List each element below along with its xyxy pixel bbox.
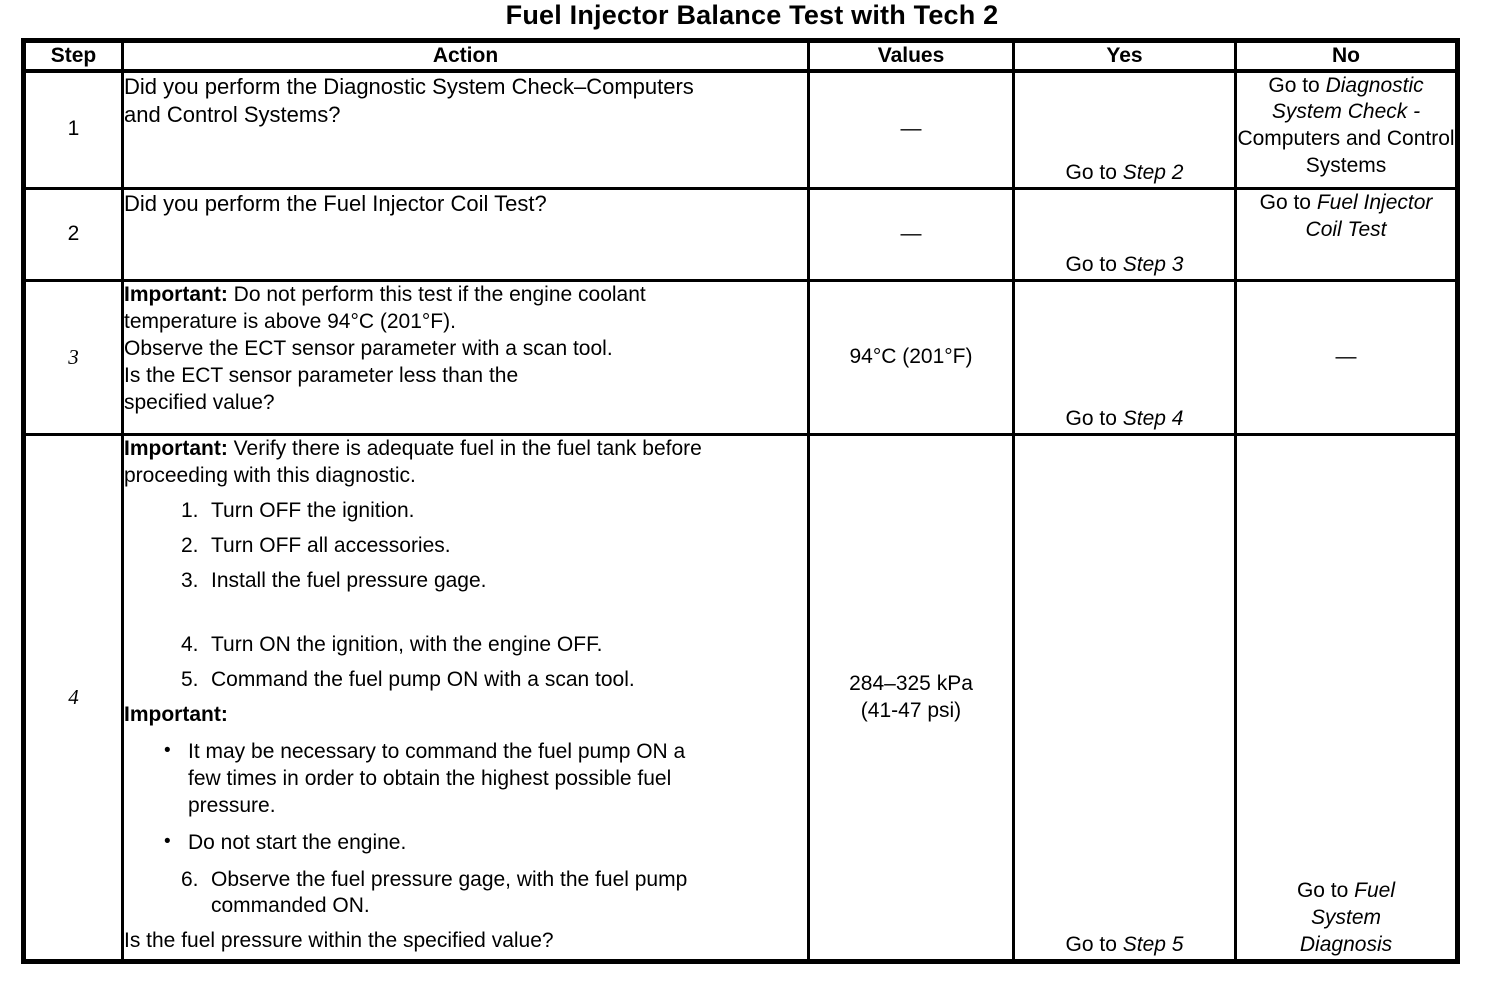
diagnostic-table: Step Action Values Yes No 1 Did you perf… [21,38,1460,964]
action-question: Did you perform the Diagnostic System Ch… [124,73,694,127]
step-number: 4 [22,433,124,963]
step-item-text: Turn OFF the ignition. [211,498,415,522]
bullet-item: • Do not start the engine. [164,830,807,857]
yes-cell: Go to Step 4 [1012,279,1237,436]
step-item-text: Command the fuel pump ON with a scan too… [211,668,635,692]
bullet-text: Do not start the engine. [188,830,407,854]
important-note: Important: Do not perform this test if t… [124,282,724,336]
col-header-values: Values [807,39,1015,73]
values-cell: — [807,187,1015,282]
yes-cell: Go to Step 5 [1012,433,1237,963]
numbered-step: 4. Turn ON the ignition, with the engine… [181,632,807,659]
bullet-text: It may be necessary to command the fuel … [188,740,686,817]
step-item-text: Turn OFF all accessories. [211,533,451,557]
important-label: Important: [124,437,228,460]
step-item-number: 5. [181,668,199,692]
page-title: Fuel Injector Balance Test with Tech 2 [505,0,999,30]
table-row-step-3: 3 Important: Do not perform this test if… [22,279,1459,436]
step-reference: Step 3 [1122,253,1184,277]
procedure-reference-plain: Computers and Control Systems [1237,127,1455,178]
step-number: 3 [22,279,124,436]
col-header-no: No [1234,39,1459,73]
no-cell: Go to Fuel Injector Coil Test [1234,187,1459,282]
go-to-text: Go to [1065,161,1117,185]
numbered-step: 3. Install the fuel pressure gage. [181,568,807,595]
table-row-step-2: 2 Did you perform the Fuel Injector Coil… [22,187,1459,282]
step-reference: Step 5 [1122,933,1184,957]
values-line-1: 284–325 kPa [849,671,973,695]
step-item-number: 4. [181,633,199,657]
go-to-text: Go to [1268,73,1320,97]
no-reference-block: Go to Fuel System Diagnosis [1271,878,1421,959]
step-item-number: 2. [181,533,199,557]
step-item-text: Turn ON the ignition, with the engine OF… [211,633,603,657]
no-reference-block: Go to Diagnostic System Check - Computer… [1237,73,1455,181]
values-cell: 94°C (201°F) [807,279,1015,436]
bullet-icon: • [164,740,171,761]
table-header-row: Step Action Values Yes No [22,39,1459,73]
col-header-action: Action [121,39,810,73]
step-item-number: 3. [181,568,199,592]
no-cell: Go to Fuel System Diagnosis [1234,433,1459,963]
values-cell: 284–325 kPa (41-47 psi) [807,433,1015,963]
go-to-text: Go to [1065,407,1117,431]
no-reference-block: Go to Fuel Injector Coil Test [1256,190,1436,244]
bullet-item: • It may be necessary to command the fue… [164,739,807,820]
step-number: 1 [22,69,124,190]
procedure-reference: Fuel Injector Coil Test [1305,191,1433,241]
step-item-text: Install the fuel pressure gage. [211,568,487,592]
numbered-step: 1. Turn OFF the ignition. [181,498,807,525]
action-cell: Important: Verify there is adequate fuel… [121,433,810,963]
step-item-text: Observe the fuel pressure gage, with the… [211,867,688,918]
go-to-text: Go to [1065,933,1117,957]
col-header-yes: Yes [1012,39,1237,73]
action-cell: Did you perform the Diagnostic System Ch… [121,69,810,190]
action-question: Is the fuel pressure within the specifie… [124,929,554,953]
numbered-step: 6. Observe the fuel pressure gage, with … [181,867,807,921]
important-note: Important: Verify there is adequate fuel… [124,436,724,490]
table-row-step-1: 1 Did you perform the Diagnostic System … [22,69,1459,190]
yes-cell: Go to Step 3 [1012,187,1237,282]
no-cell: — [1234,279,1459,436]
numbered-step: 5. Command the fuel pump ON with a scan … [181,667,807,694]
important-text: Verify there is adequate fuel in the fue… [124,437,702,487]
bullet-icon: • [164,830,171,852]
action-question: Is the ECT sensor parameter less than th… [124,363,519,414]
step-reference: Step 4 [1122,407,1184,431]
values-cell: — [807,69,1015,190]
procedure-reference: Diagnostic System Check - [1271,73,1424,124]
action-cell: Important: Do not perform this test if t… [121,279,810,436]
step-reference: Step 2 [1122,161,1184,185]
go-to-text: Go to [1296,879,1349,903]
yes-cell: Go to Step 2 [1012,69,1237,190]
step-item-number: 6. [181,867,199,891]
step-number: 2 [22,187,124,282]
no-cell: Go to Diagnostic System Check - Computer… [1234,69,1459,190]
procedure-reference: Fuel System Diagnosis [1299,879,1396,957]
important-label: Important: [124,283,228,306]
values-line-2: (41-47 psi) [860,698,962,722]
action-question: Did you perform the Fuel Injector Coil T… [124,191,547,216]
go-to-text: Go to [1065,253,1117,277]
table-row-step-4: 4 Important: Verify there is adequate fu… [22,433,1459,963]
action-instruction: Observe the ECT sensor parameter with a … [124,336,613,360]
step-item-number: 1. [181,498,199,522]
numbered-step: 2. Turn OFF all accessories. [181,533,807,560]
important-label: Important: [124,703,228,727]
go-to-text: Go to [1259,191,1311,214]
action-cell: Did you perform the Fuel Injector Coil T… [121,187,810,282]
important-text: Do not perform this test if the engine c… [124,283,646,333]
col-header-step: Step [22,39,124,73]
